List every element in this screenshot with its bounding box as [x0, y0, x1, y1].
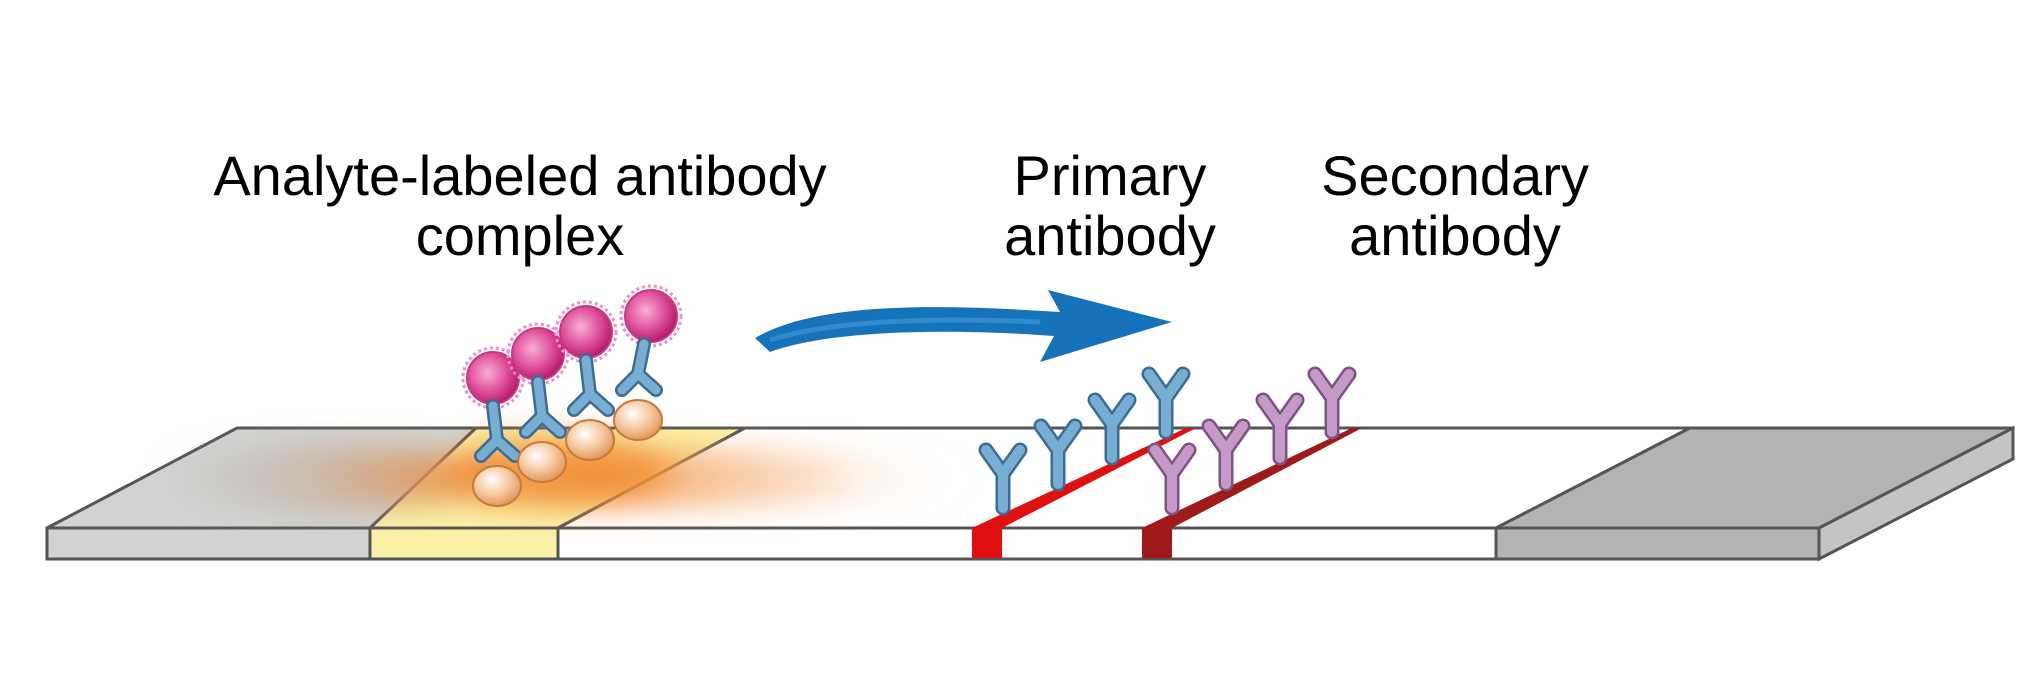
- membrane-front: [556, 526, 1498, 561]
- absorbent-pad-side: [1817, 425, 2015, 562]
- y-antibody-icon: [1315, 374, 1349, 432]
- primary-test-line: [972, 428, 1196, 558]
- secondary-antibody-label: Secondary antibody: [1280, 146, 1630, 266]
- antibody-complex-icon: [506, 322, 570, 483]
- antibody-complexes: [461, 284, 683, 507]
- conjugate-pad-front: [368, 526, 560, 561]
- flow-direction-arrow-icon: [755, 290, 1172, 362]
- analyte-label-line2: complex: [415, 204, 625, 267]
- secondary-label-line1: Secondary: [1321, 144, 1589, 207]
- y-antibody-icon: [1149, 374, 1183, 432]
- secondary-label-line2: antibody: [1349, 204, 1561, 267]
- primary-label-line1: Primary: [1013, 144, 1207, 207]
- secondary-control-line: [1142, 428, 1362, 558]
- sample-pad-front: [45, 526, 372, 561]
- primary-label-line2: antibody: [1004, 204, 1216, 267]
- primary-antibody-label: Primary antibody: [960, 146, 1260, 266]
- absorbent-pad-front: [1494, 526, 1821, 561]
- antibody-complex-icon: [554, 300, 618, 461]
- antibody-complex-icon: [613, 284, 683, 441]
- analyte-complex-label: Analyte-labeled antibody complex: [140, 146, 900, 266]
- analyte-label-line1: Analyte-labeled antibody: [213, 144, 827, 207]
- antibody-complex-icon: [461, 346, 525, 507]
